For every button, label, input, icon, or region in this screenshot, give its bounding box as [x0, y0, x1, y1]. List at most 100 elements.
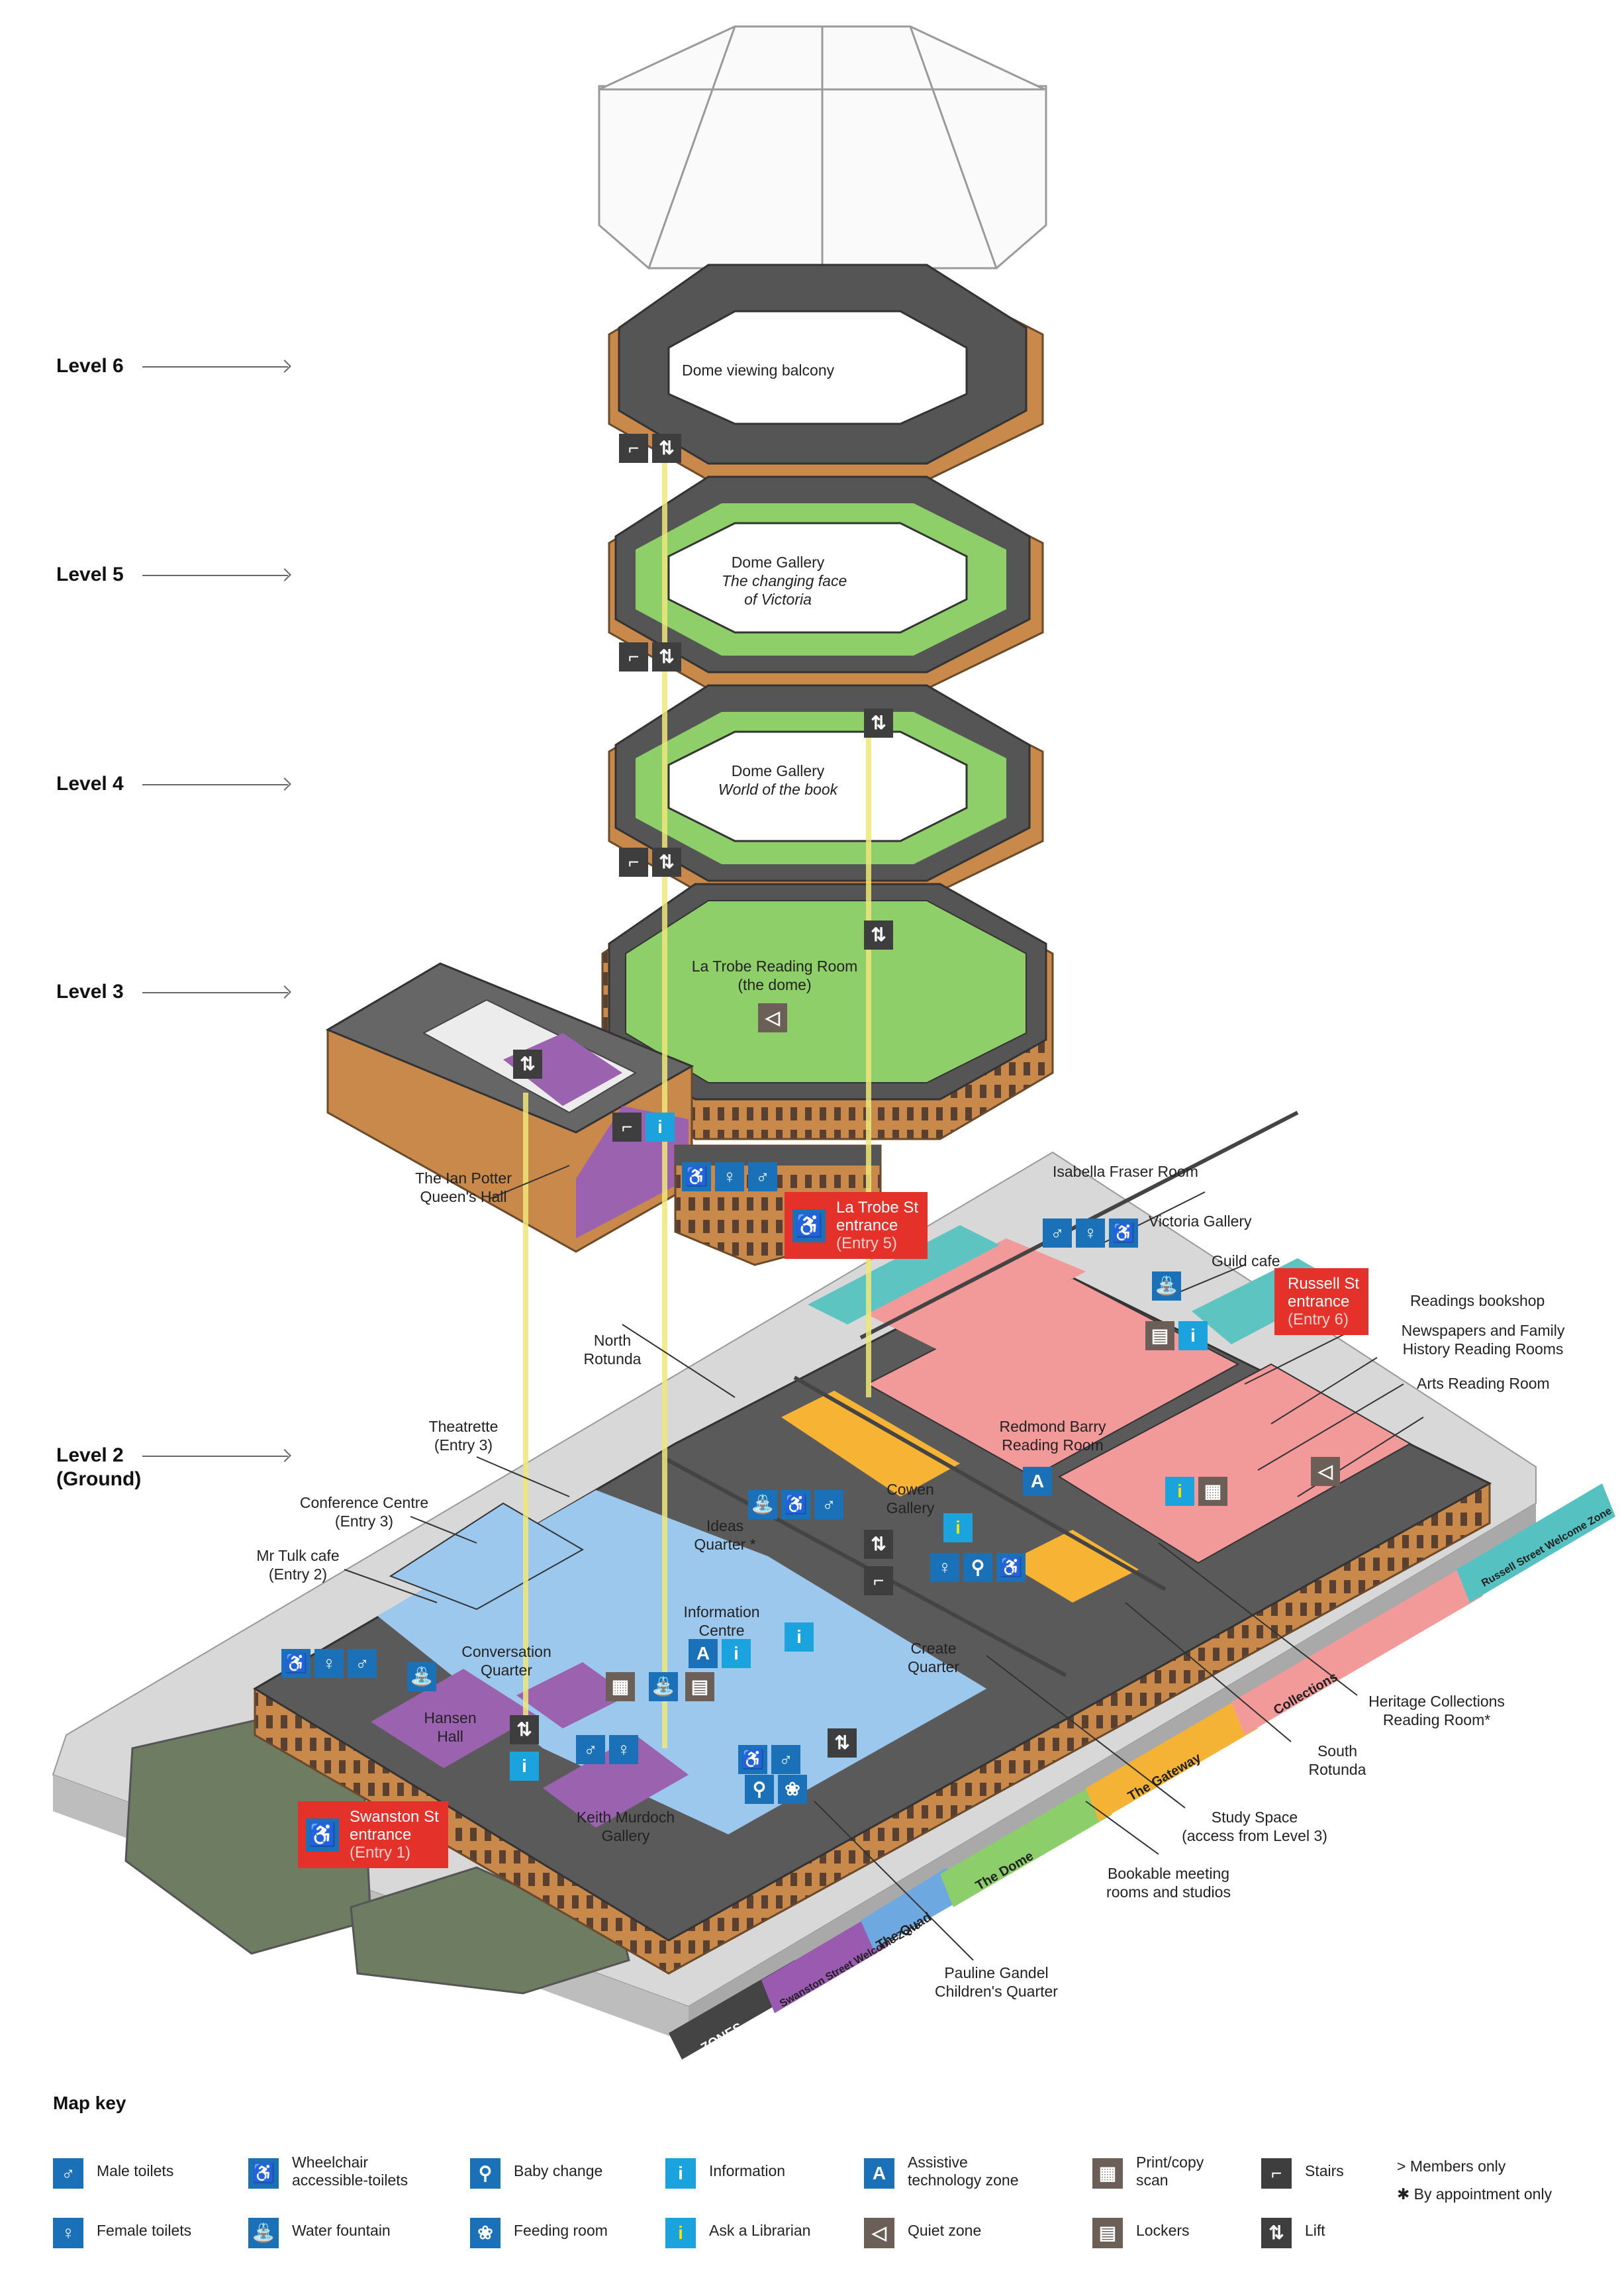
level-3-dome-floor: [601, 883, 1054, 1140]
water-fountain-icon: ⛲: [1152, 1271, 1181, 1301]
label-south-rotunda: South Rotunda: [1308, 1742, 1366, 1778]
assistive-technology-icon: A: [864, 2158, 894, 2189]
wheelchair-icon: ♿: [996, 1553, 1026, 1582]
label-readings-bookshop: Readings bookshop: [1410, 1292, 1545, 1309]
label-newspapers: Newspapers and Family History Reading Ro…: [1401, 1322, 1565, 1358]
information-icon: i: [1165, 1477, 1194, 1506]
russell-entrance-tag: Russell St entrance (Entry 6): [1274, 1268, 1369, 1335]
la-trobe-entrance-tag: ♿ La Trobe St entrance (Entry 5): [785, 1192, 928, 1259]
assistive-technology-icon: A: [1023, 1467, 1052, 1496]
wheelchair-icon: ♿: [781, 1490, 810, 1519]
label-conference-centre: Conference Centre (Entry 3): [299, 1494, 429, 1530]
wheelchair-icon: ♿: [682, 1162, 711, 1191]
label-conversation-quarter: Conversation Quarter: [461, 1643, 551, 1679]
note-members-only: > Members only: [1397, 2158, 1506, 2175]
stairs-icon: ⌐: [619, 434, 648, 463]
water-fountain-icon: ⛲: [649, 1672, 678, 1701]
print-icon: ▦: [606, 1672, 635, 1701]
quiet-zone-icon: ◁: [758, 1003, 787, 1032]
swanston-entrance-tag: ♿ Swanston St entrance (Entry 1): [298, 1801, 448, 1868]
label-mr-tulk-cafe: Mr Tulk cafe (Entry 2): [256, 1547, 340, 1583]
level-2-arrow: [142, 1456, 288, 1457]
wheelchair-icon: ♿: [1109, 1219, 1138, 1248]
label-create-quarter: Create Quarter: [908, 1640, 959, 1675]
male-toilet-icon: ♂: [53, 2158, 83, 2189]
water-fountain-icon: ⛲: [248, 2218, 279, 2248]
information-icon: i: [645, 1113, 675, 1142]
label-hansen-hall: Hansen Hall: [424, 1709, 477, 1745]
level-2-label: Level 2: [56, 1444, 124, 1466]
wheelchair-icon: ♿: [738, 1745, 767, 1774]
information-icon: i: [665, 2158, 696, 2189]
label-leaders: [344, 1165, 1424, 1961]
ground-label: (Ground): [56, 1468, 142, 1490]
male-toilet-icon: ♂: [348, 1649, 377, 1678]
label-redmond-barry: Redmond Barry Reading Room: [999, 1418, 1106, 1454]
label-cowen-gallery: Cowen Gallery: [886, 1481, 935, 1517]
assistive-technology-icon: A: [689, 1639, 718, 1668]
male-toilet-icon: ♂: [771, 1745, 800, 1774]
wheelchair-icon: ♿: [248, 2158, 279, 2189]
level-5-label: Level 5: [56, 564, 124, 585]
lift-icon: ⇅: [513, 1050, 542, 1079]
quiet-zone-icon: ◁: [864, 2218, 894, 2248]
level-3-label: Level 3: [56, 981, 124, 1003]
female-toilet-icon: ♀: [930, 1553, 959, 1582]
label-bookable-rooms: Bookable meeting rooms and studios: [1106, 1865, 1231, 1901]
lockers-icon: ▤: [1145, 1321, 1174, 1350]
male-toilet-icon: ♂: [576, 1735, 605, 1764]
ground-floor-building: [253, 1111, 1492, 1975]
lift-icon: ⇅: [1261, 2218, 1292, 2248]
map-key-title: Map key: [53, 2093, 126, 2113]
level-4-arrow: [142, 784, 288, 785]
label-dome-gallery-5: Dome Gallery The changing face of Victor…: [722, 554, 847, 608]
lift-icon: ⇅: [652, 642, 681, 671]
note-by-appointment: ✱ By appointment only: [1397, 2185, 1552, 2203]
lift-icon: ⇅: [510, 1715, 539, 1744]
information-icon: i: [785, 1622, 814, 1652]
dome-roof: [598, 25, 1047, 270]
information-icon: i: [1178, 1321, 1208, 1350]
water-fountain-icon: ⛲: [748, 1490, 777, 1519]
label-pauline-gandel: Pauline Gandel Children's Quarter: [935, 1964, 1058, 2000]
stairs-icon: ⌐: [612, 1113, 642, 1142]
label-guild-cafe: Guild cafe: [1212, 1252, 1280, 1269]
lift-icon: ⇅: [652, 434, 681, 463]
label-study-space: Study Space (access from Level 3): [1182, 1809, 1327, 1844]
lockers-icon: ▤: [685, 1672, 714, 1701]
lift-icon: ⇅: [828, 1728, 857, 1758]
baby-change-icon: ⚲: [745, 1775, 774, 1804]
feeding-room-icon: ❀: [778, 1775, 807, 1804]
label-ideas-quarter: Ideas Quarter *: [694, 1517, 756, 1553]
male-toilet-icon: ♂: [814, 1490, 843, 1519]
female-toilet-icon: ♀: [609, 1735, 638, 1764]
ask-librarian-icon: i: [665, 2218, 696, 2248]
wheelchair-icon: ♿: [306, 1818, 339, 1852]
female-toilet-icon: ♀: [53, 2218, 83, 2248]
label-isabella-fraser: Isabella Fraser Room: [1053, 1163, 1198, 1180]
lockers-icon: ▤: [1092, 2218, 1123, 2248]
female-toilet-icon: ♀: [314, 1649, 344, 1678]
stairs-icon: ⌐: [864, 1566, 893, 1595]
zones-band: [669, 1483, 1615, 2060]
label-la-trobe-reading-room: La Trobe Reading Room (the dome): [691, 958, 858, 993]
information-icon: i: [722, 1639, 751, 1668]
female-toilet-icon: ♀: [715, 1162, 744, 1191]
map-key: Map key ♂ Male toilets ♀ Female toilets …: [53, 2093, 1576, 2278]
wheelchair-icon: ♿: [281, 1649, 310, 1678]
information-icon: i: [510, 1752, 539, 1781]
male-toilet-icon: ♂: [1043, 1219, 1072, 1248]
male-toilet-icon: ♂: [748, 1162, 777, 1191]
lift-icon: ⇅: [864, 709, 893, 738]
print-icon: ▦: [1092, 2158, 1123, 2189]
label-north-rotunda: North Rotunda: [583, 1332, 642, 1368]
label-victoria-gallery: Victoria Gallery: [1149, 1213, 1252, 1230]
quiet-zone-icon: ◁: [1311, 1457, 1340, 1486]
level-5-floor: [608, 475, 1044, 690]
lift-icon: ⇅: [652, 848, 681, 877]
level-6-floor: [608, 264, 1044, 481]
lift-shafts: [523, 457, 871, 1748]
label-dome-viewing: Dome viewing balcony: [682, 362, 835, 379]
